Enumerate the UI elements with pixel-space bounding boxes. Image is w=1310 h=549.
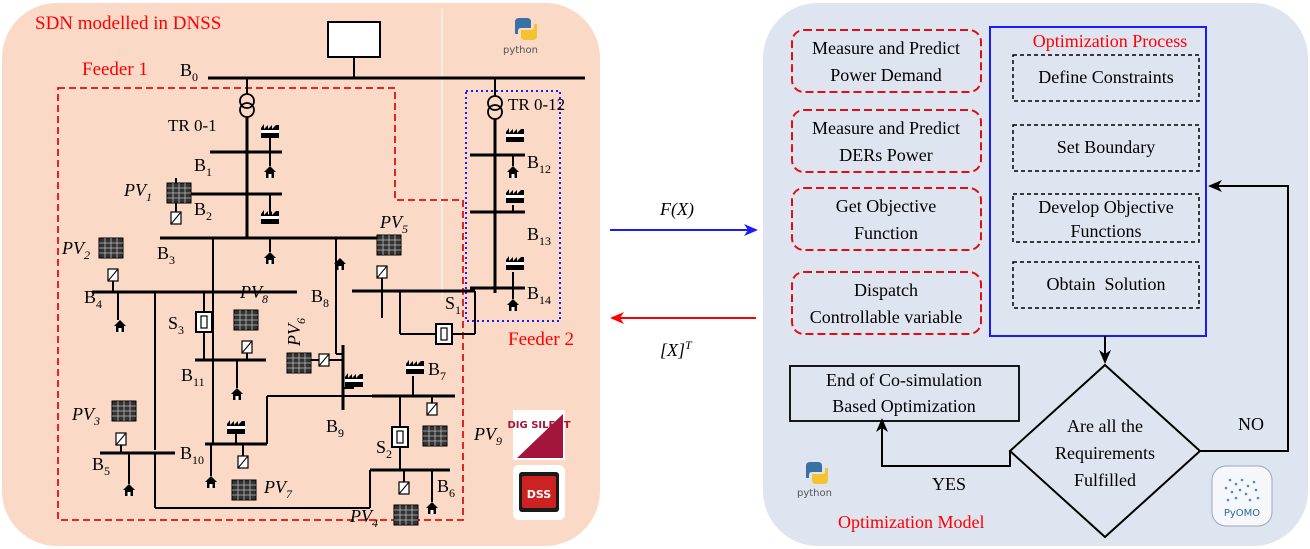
left-panel-background — [2, 3, 600, 546]
digsilent-logo: DIG SILENT — [507, 410, 571, 460]
transformer-tr012-label: TR 0-12 — [508, 95, 565, 114]
pv7-panel — [231, 479, 257, 501]
dispatch-box: Dispatch Controllable variable — [791, 271, 982, 335]
pv3-panel — [111, 400, 137, 422]
end-box: End of Co-simulation Based Optimization — [789, 365, 1020, 422]
pv2-panel — [98, 237, 124, 259]
get-objective-line2: Function — [854, 223, 918, 243]
end-box-line2: Based Optimization — [832, 396, 975, 416]
transformer-tr01 — [239, 78, 255, 238]
dss-logo: DSS — [513, 465, 565, 520]
switch-s3 — [195, 311, 213, 333]
develop-objective-line2: Functions — [1070, 221, 1141, 241]
no-label: NO — [1238, 414, 1264, 434]
pv8-inverter — [241, 340, 253, 354]
python-snake-blue — [515, 18, 531, 34]
digsilent-logo-text: DIG SILENT — [507, 420, 570, 431]
decision-line3: Fulfilled — [1074, 470, 1136, 490]
pv4-panel — [393, 504, 419, 526]
bus-b14-label: B14 — [527, 283, 551, 307]
pv2-inverter — [107, 268, 119, 282]
develop-objective-line1: Develop Objective — [1038, 197, 1173, 217]
pv7-inverter — [237, 455, 249, 469]
get-objective-box: Get Objective Function — [791, 187, 982, 251]
develop-objective-step: Develop Objective Functions — [1012, 193, 1200, 243]
pyomo-logo: PyOMO — [1211, 465, 1273, 527]
python-logo: python — [503, 18, 538, 56]
python-logo-bottom: python — [797, 462, 832, 499]
left-panel: SDN modelled in DNSS python B0 Feeder 1 … — [2, 3, 600, 546]
transformer-tr01-label: TR 0-1 — [168, 116, 217, 135]
dispatch-line2: Controllable variable — [810, 307, 962, 327]
pv6-panel — [286, 352, 312, 374]
obtain-solution-text: Obtain Solution — [1046, 274, 1165, 294]
measure-demand-line1: Measure and Predict — [812, 38, 960, 58]
transformer-tr012 — [487, 78, 503, 293]
dss-logo-text: DSS — [527, 488, 552, 501]
backward-arrow-label: [X]T — [660, 338, 693, 360]
left-panel-title: SDN modelled in DNSS — [35, 13, 221, 34]
forward-arrow-label: F(X) — [659, 199, 694, 220]
pv6-inverter — [318, 353, 330, 367]
decision-line1: Are all the — [1067, 416, 1143, 436]
python-logo-text: python — [503, 45, 538, 56]
pyomo-logo-text: PyOMO — [1224, 508, 1260, 519]
feeder1-label: Feeder 1 — [82, 59, 148, 80]
measure-demand-line2: Power Demand — [830, 65, 941, 85]
measure-ders-line1: Measure and Predict — [812, 118, 960, 138]
optimization-process-box — [989, 26, 1207, 337]
pv5-inverter — [376, 265, 388, 279]
feeder1-boundary — [57, 87, 464, 521]
python-snake-blue-bottom — [806, 462, 822, 478]
pv3-inverter — [115, 432, 127, 446]
feeder2-label: Feeder 2 — [508, 329, 574, 350]
no-loop-arrow — [1200, 180, 1289, 452]
python-logo-bottom-text: python — [797, 488, 832, 499]
pv1-panel — [166, 182, 192, 204]
define-constraints-text: Define Constraints — [1038, 67, 1173, 87]
dispatch-line1: Dispatch — [854, 280, 918, 300]
decision-line2: Requirements — [1055, 443, 1155, 463]
right-panel-background — [763, 3, 1308, 546]
grid-source-box — [327, 21, 381, 58]
pv4-inverter — [398, 481, 410, 495]
python-snake-yellow — [521, 24, 537, 40]
measure-ders-box: Measure and Predict DERs Power — [791, 109, 982, 173]
set-boundary-text: Set Boundary — [1057, 137, 1156, 157]
end-box-line1: End of Co-simulation — [826, 370, 982, 390]
set-boundary-step: Set Boundary — [1012, 124, 1200, 172]
optimization-model-label: Optimization Model — [838, 512, 984, 532]
pv9-panel — [422, 425, 448, 447]
python-snake-yellow-bottom — [812, 468, 828, 484]
pv8-panel — [233, 309, 259, 331]
measure-demand-box: Measure and Predict Power Demand — [791, 29, 982, 93]
feeder2-boundary — [465, 90, 561, 322]
define-constraints-step: Define Constraints — [1012, 54, 1200, 102]
decision-diamond: Are all the Requirements Fulfilled — [1008, 363, 1202, 539]
interface-arrows: F(X) [X]T — [610, 199, 758, 360]
measure-ders-line2: DERs Power — [839, 145, 933, 165]
yes-path-arrow — [876, 418, 1011, 467]
pv9-inverter — [426, 402, 438, 416]
switch-s1 — [435, 323, 453, 345]
optimization-process-title: Optimization Process — [1033, 31, 1187, 51]
switch-s2 — [391, 426, 409, 448]
pv1-inverter — [170, 211, 182, 225]
yes-label: YES — [932, 474, 966, 494]
pv5-panel — [376, 234, 402, 256]
get-objective-line1: Get Objective — [836, 196, 936, 216]
obtain-solution-step: Obtain Solution — [1012, 261, 1200, 309]
right-panel: Measure and Predict Power Demand Measure… — [763, 3, 1308, 546]
